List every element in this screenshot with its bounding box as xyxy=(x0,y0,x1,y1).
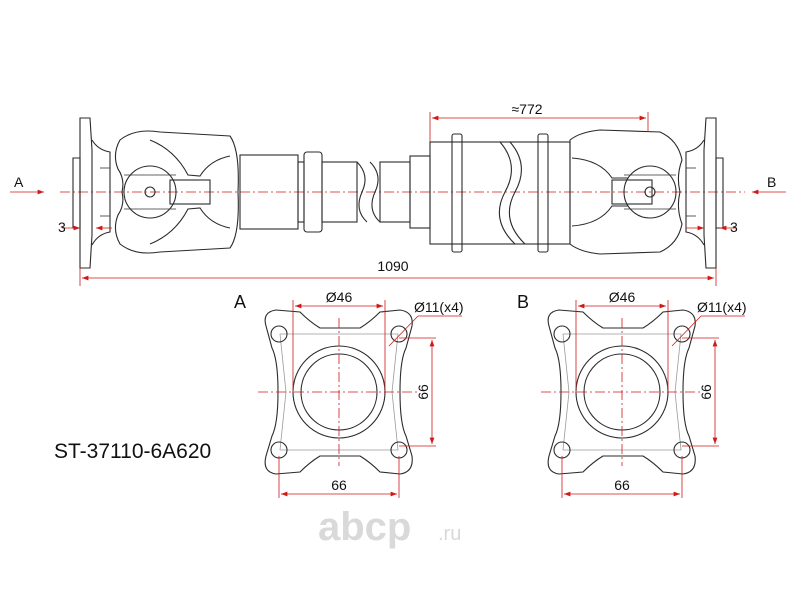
flange-a-height-label: 66 xyxy=(415,384,431,400)
slip-yoke-section xyxy=(239,151,431,233)
shaft-tube xyxy=(429,133,571,253)
abcp-watermark-logo: аbcp .ru xyxy=(318,505,461,549)
flange-b-bore-label: Ø46 xyxy=(609,289,636,305)
flange-offset-right-label: 3 xyxy=(730,219,738,235)
flange-view-a: A Ø46 Ø11(x4) 66 66 xyxy=(234,289,464,498)
flange-a-width-label: 66 xyxy=(331,477,347,493)
flange-b-bolt-label: Ø11(x4) xyxy=(697,299,747,315)
watermark-brand: аbcp xyxy=(318,505,411,549)
flange-view-a-title: A xyxy=(234,292,246,312)
overall-length-dimension xyxy=(79,268,717,286)
flange-a-bolt-label: Ø11(x4) xyxy=(414,299,464,315)
flange-offset-left-label: 3 xyxy=(58,219,66,235)
watermark-domain: .ru xyxy=(438,523,461,545)
left-universal-joint xyxy=(114,130,239,254)
left-flange xyxy=(72,117,111,269)
flange-a-bore-label: Ø46 xyxy=(326,289,353,305)
flange-b-width-label: 66 xyxy=(614,477,630,493)
flange-view-b-title: B xyxy=(517,292,529,312)
overall-length-label: 1090 xyxy=(377,258,408,274)
right-flange xyxy=(685,117,724,269)
tube-length-dimension xyxy=(429,112,649,142)
tube-length-label: ≈772 xyxy=(511,101,542,117)
driveshaft-side-view: ≈772 1090 3 3 A B xyxy=(10,101,786,286)
part-number: ST-37110-6A620 xyxy=(54,440,211,463)
flange-view-b: B Ø46 Ø11(x4) 66 66 xyxy=(517,289,747,498)
view-arrow-b-label: B xyxy=(767,174,776,190)
view-arrow-a-label: A xyxy=(14,174,24,190)
right-universal-joint xyxy=(569,129,683,255)
flange-b-height-label: 66 xyxy=(698,384,714,400)
